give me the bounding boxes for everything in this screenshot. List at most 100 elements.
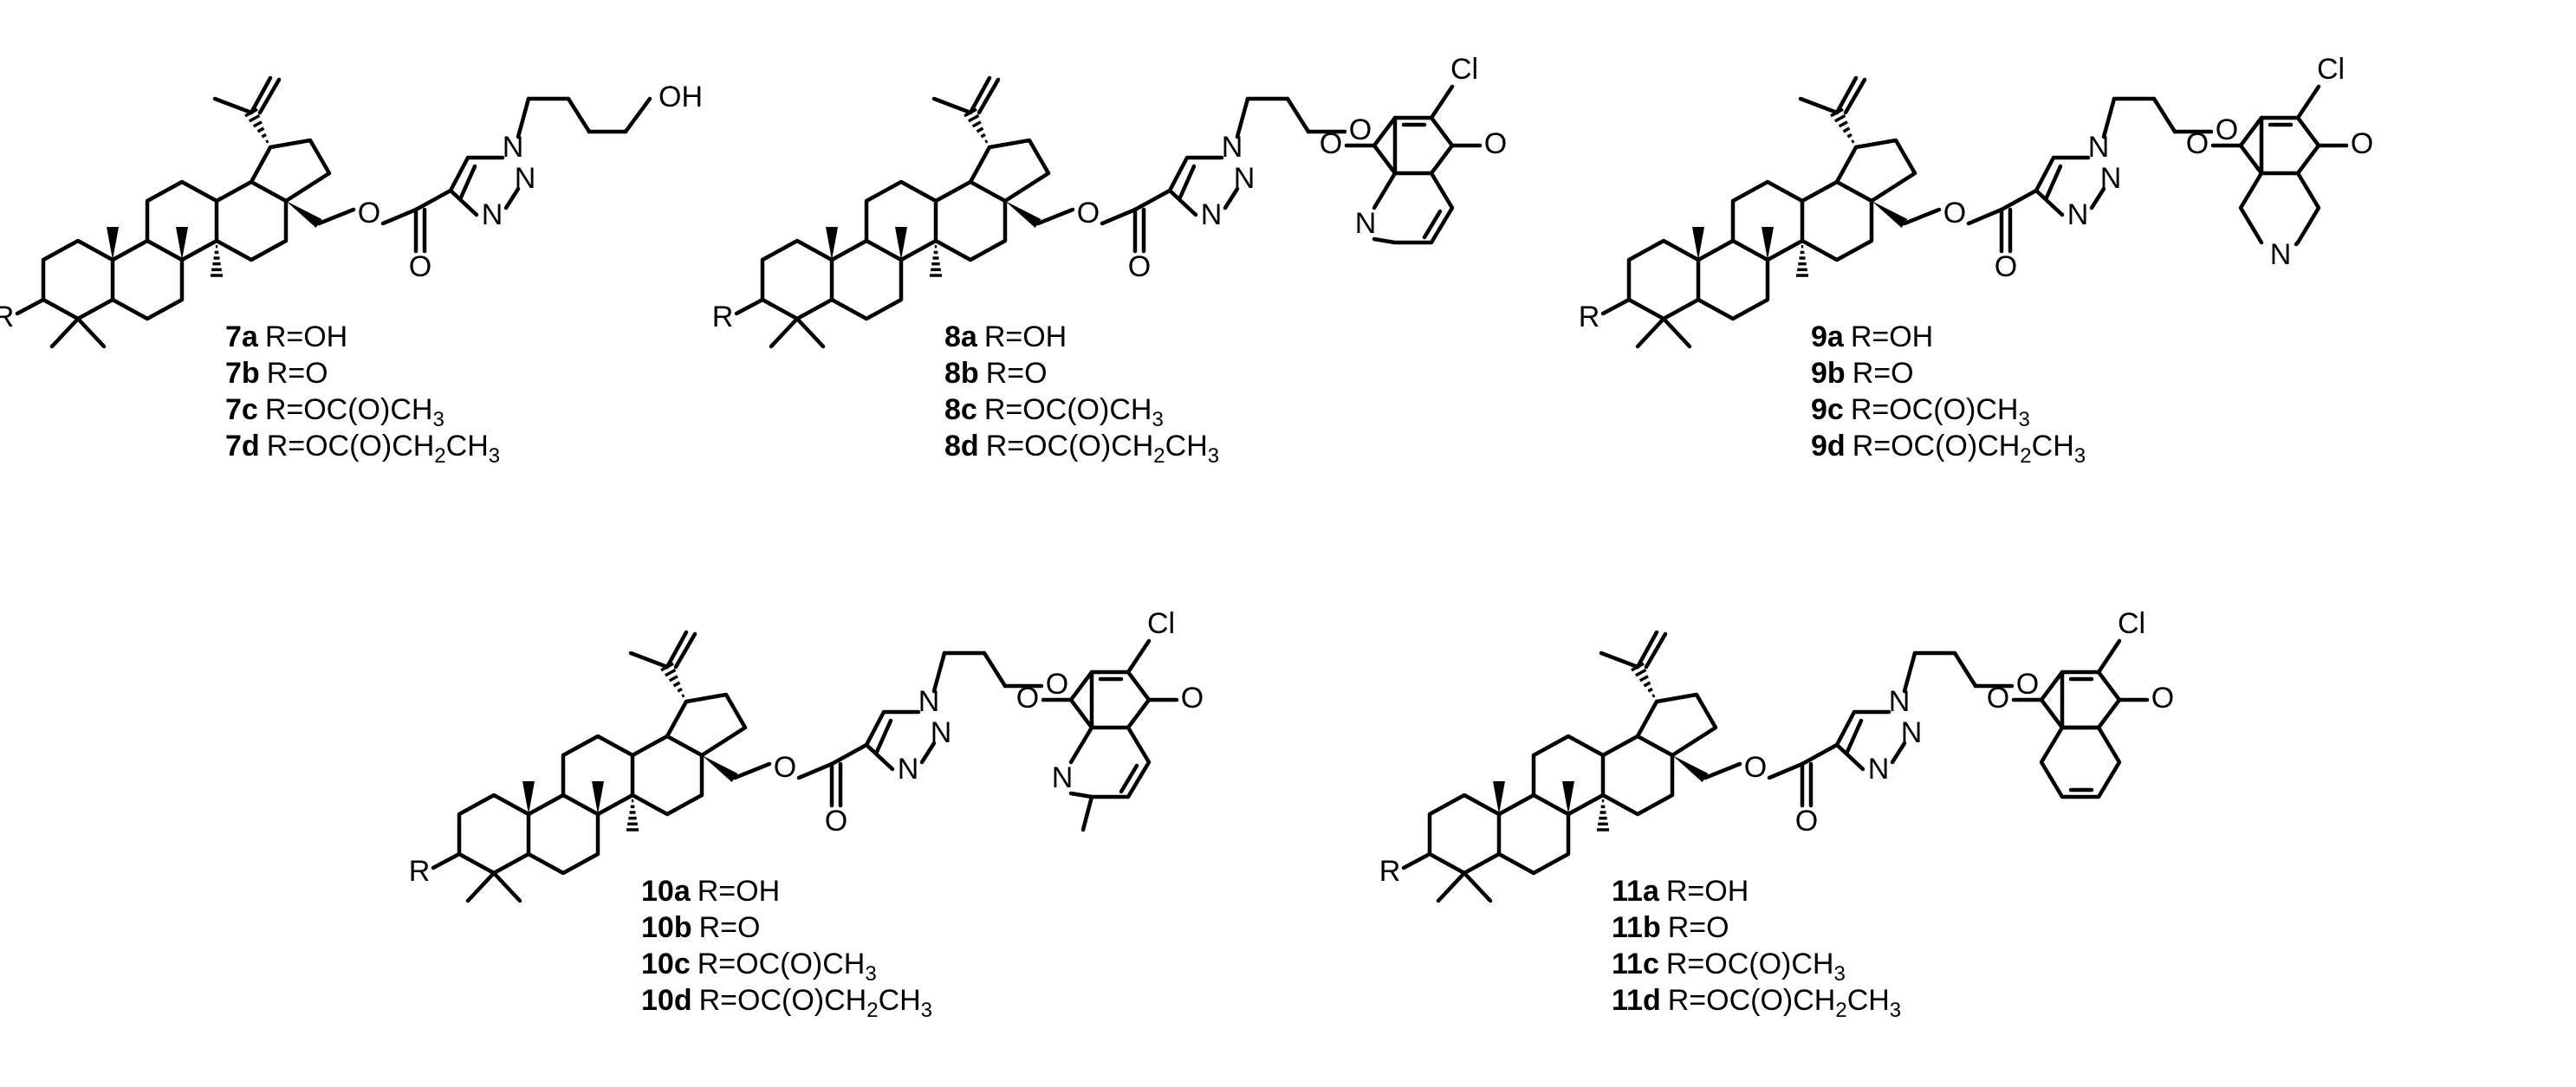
triazole-ring — [1834, 742, 1865, 772]
ester-oxygen: O — [1943, 197, 1966, 230]
c-cl — [2096, 638, 2122, 675]
quinone-oxygen-2: O — [2151, 682, 2174, 715]
r-group: R — [712, 301, 734, 333]
fused-ring — [1372, 171, 1398, 210]
ring-nitrogen: N — [2270, 238, 2292, 271]
formula-tail: CH — [879, 984, 921, 1017]
ester-oxygen: O — [358, 197, 380, 230]
compound-id: 11a — [1612, 875, 1660, 908]
carbonyl-oxygen: O — [1795, 805, 1818, 838]
r-bond — [734, 297, 765, 316]
compound-id: 11c — [1612, 948, 1659, 980]
compound-formula: R=O — [267, 357, 328, 390]
isopropenyl-double — [977, 77, 1001, 115]
formula-subscript: 3 — [921, 999, 932, 1022]
compound-formula: R=OH — [698, 875, 780, 908]
propyl-chain — [1952, 650, 1978, 689]
quinone-oxygen-2: O — [1181, 682, 1204, 715]
compound-id: 7b — [225, 357, 260, 390]
ether-oxygen: O — [1046, 668, 1068, 701]
propyl-chain — [2101, 96, 2117, 139]
triazole-n2: N — [1901, 716, 1923, 749]
c-cl — [2295, 84, 2321, 120]
ch2-wedge — [286, 201, 322, 228]
ch2-wedge — [702, 755, 738, 782]
chlorine: Cl — [1147, 607, 1175, 640]
gem-methyl — [769, 316, 800, 349]
isopropenyl-hash-bond — [660, 662, 685, 698]
compound-formula: R=O — [699, 911, 761, 944]
triazole-ring — [864, 709, 921, 747]
compound-formula: R=OC(O)CH — [986, 430, 1154, 463]
compound-formula: R=OC(O)CH — [1668, 984, 1836, 1017]
compound-id: 10b — [641, 911, 692, 944]
ch2-o — [1902, 207, 1942, 226]
chlorine: Cl — [1450, 53, 1478, 86]
propyl-chain — [566, 96, 592, 134]
ring-a — [1427, 793, 1502, 876]
triazole-ring — [448, 188, 479, 217]
ch2-o — [1703, 761, 1742, 780]
formula-subscript: 2 — [1835, 999, 1846, 1022]
ring-a — [1626, 238, 1701, 321]
compound-id: 7a — [225, 320, 259, 353]
compound-id: 10d — [641, 984, 692, 1017]
compound-id: 11b — [1612, 911, 1661, 944]
gem-methyl — [1462, 870, 1493, 903]
formula-subscript: 3 — [1833, 962, 1845, 986]
c-triazole — [1132, 188, 1172, 212]
compound-formula: R=OC(O)CH — [699, 984, 867, 1017]
fused-double — [1119, 763, 1139, 794]
ring-c — [561, 734, 635, 817]
o-c — [796, 761, 834, 780]
compound-formula: R=OC(O)CH — [1666, 948, 1834, 980]
triazole-ring — [2089, 186, 2106, 210]
ring-e — [1635, 692, 1718, 758]
ring-e — [249, 138, 332, 204]
compound-id: 8a — [944, 320, 978, 353]
triazole-ring — [2034, 188, 2065, 217]
c-triazole — [1999, 188, 2039, 212]
ring-c — [1531, 734, 1606, 817]
formula-subscript: 2 — [866, 999, 878, 1022]
isopropenyl-vinyl — [1834, 75, 1859, 115]
methyl-wedge — [176, 227, 188, 260]
compound-id: 7c — [225, 393, 258, 426]
isopropenyl-hash-bond — [1631, 662, 1656, 698]
formula-tail: CH — [1847, 984, 1890, 1017]
carbonyl-oxygen: O — [409, 250, 431, 283]
ch2-o — [316, 207, 356, 226]
methyl-wedge — [522, 781, 535, 814]
compound-id: 10a — [641, 875, 691, 908]
ether-oxygen: O — [2216, 113, 2238, 146]
triazole-n2: N — [1234, 162, 1256, 195]
methyl-wedge — [826, 227, 838, 260]
isopropenyl-double — [1843, 77, 1867, 115]
isopropenyl-vinyl — [1635, 630, 1659, 670]
c-triazole — [829, 742, 869, 767]
compound-formula: R=OC(O)CH — [984, 393, 1152, 426]
o-c — [1100, 207, 1138, 226]
isopropenyl-hash-bond — [244, 107, 269, 144]
triazole-double — [2044, 164, 2063, 200]
ch2-o — [732, 761, 772, 780]
quinone-oxygen-2: O — [1484, 127, 1507, 160]
ring-c — [864, 179, 938, 262]
isopropenyl-double — [257, 77, 282, 115]
methyl-wedge — [1493, 781, 1505, 814]
formula-subscript: 2 — [434, 444, 445, 468]
compound-formula: R=OC(O)CH — [1851, 393, 2019, 426]
triazole-ring — [1223, 186, 1240, 210]
compound-id: 8d — [944, 430, 979, 463]
